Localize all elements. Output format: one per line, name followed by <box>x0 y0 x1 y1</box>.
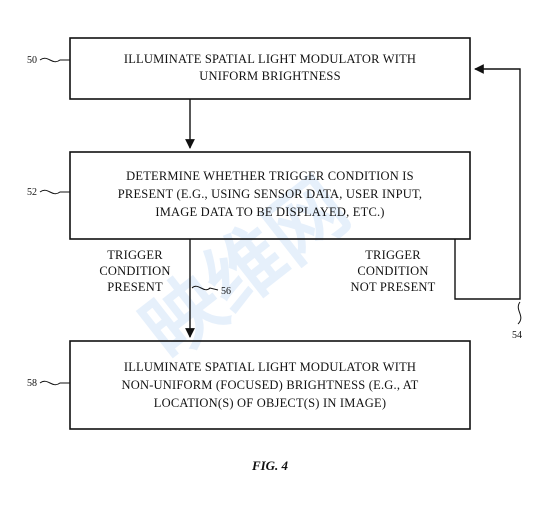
box-determine-trigger <box>69 151 471 240</box>
ref-50-leader <box>39 57 70 63</box>
ref-58-label: 58 <box>27 378 37 389</box>
branch-not-present-line-2: CONDITION <box>357 264 428 278</box>
box-58-line-3: LOCATION(S) OF OBJECT(S) IN IMAGE) <box>154 396 386 410</box>
arrow-52-loop-to-50 <box>454 64 521 300</box>
ref-54-leader <box>517 301 522 325</box>
box-58-line-1: ILLUMINATE SPATIAL LIGHT MODULATOR WITH <box>124 360 416 374</box>
branch-present-line-2: CONDITION <box>99 264 170 278</box>
box-52-line-1: DETERMINE WHETHER TRIGGER CONDITION IS <box>126 169 414 183</box>
box-illuminate-uniform <box>69 37 471 100</box>
branch-not-present-line-1: TRIGGER <box>365 248 421 262</box>
ref-56-leader <box>191 285 219 291</box>
branch-present-line-3: PRESENT <box>107 280 163 294</box>
box-58-line-2: NON-UNIFORM (FOCUSED) BRIGHTNESS (E.G., … <box>122 378 419 392</box>
ref-56-label: 56 <box>221 286 231 297</box>
box-50-line-2: UNIFORM BRIGHTNESS <box>199 69 340 83</box>
ref-54-label: 54 <box>512 330 522 341</box>
box-illuminate-focused <box>69 340 471 430</box>
box-50-line-1: ILLUMINATE SPATIAL LIGHT MODULATOR WITH <box>124 52 416 66</box>
ref-52-label: 52 <box>27 187 37 198</box>
branch-present-line-1: TRIGGER <box>107 248 163 262</box>
box-52-line-2: PRESENT (E.G., USING SENSOR DATA, USER I… <box>118 187 422 201</box>
branch-not-present-line-3: NOT PRESENT <box>351 280 436 294</box>
ref-52-leader <box>39 189 70 195</box>
ref-58-leader <box>39 380 70 386</box>
figure-caption: FIG. 4 <box>251 458 289 473</box>
ref-50-label: 50 <box>27 55 37 66</box>
box-52-line-3: IMAGE DATA TO BE DISPLAYED, ETC.) <box>155 205 384 219</box>
